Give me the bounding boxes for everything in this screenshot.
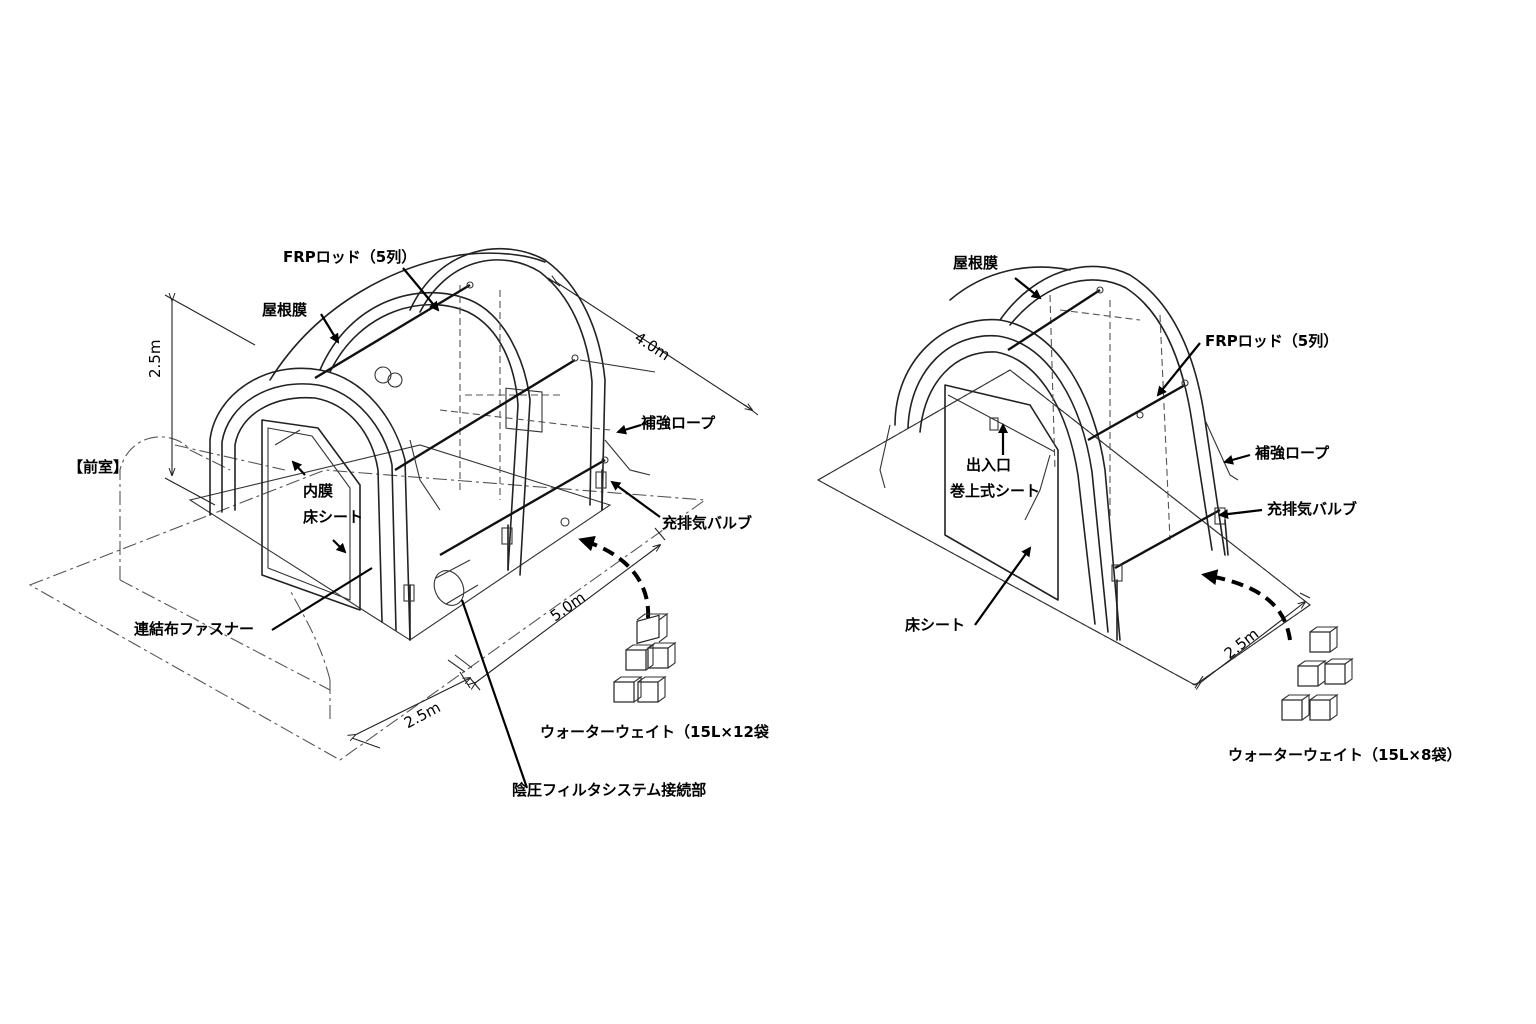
left-rope-label: 補強ロープ [641,414,716,432]
right-valve-label: 充排気バルブ [1267,500,1358,518]
right-entrance-label: 出入口 [966,456,1012,474]
left-vestibule-label: 【前室】 [68,458,129,476]
left-floor-label: 床シート [303,508,364,526]
right-water-label: ウォーターウェイト（15L×8袋） [1228,746,1462,764]
left-zipper-label: 連結布ファスナー [134,620,255,638]
right-rollup-label: 巻上式シート [950,482,1041,500]
left-water-label: ウォーターウェイト（15L×12袋 [540,723,769,741]
left-inner-label: 内膜 [303,482,334,500]
right-frp-rod-label: FRPロッド（5列） [1205,332,1339,350]
left-tent [28,248,759,789]
right-tent [816,265,1354,721]
left-filter-label: 陰圧フィルタシステム接続部 [512,781,707,799]
water-weight-cubes-left [613,612,677,703]
right-rope-label: 補強ロープ [1255,444,1330,462]
right-floor-label: 床シート [905,616,966,634]
left-frp-rod-label: FRPロッド（5列） [283,248,417,266]
left-valve-label: 充排気バルブ [662,514,753,532]
left-roof-label: 屋根膜 [262,301,308,319]
right-roof-label: 屋根膜 [953,254,999,272]
water-weight-cubes-right [1281,625,1354,721]
left-height-label: 2.5m [146,339,164,378]
